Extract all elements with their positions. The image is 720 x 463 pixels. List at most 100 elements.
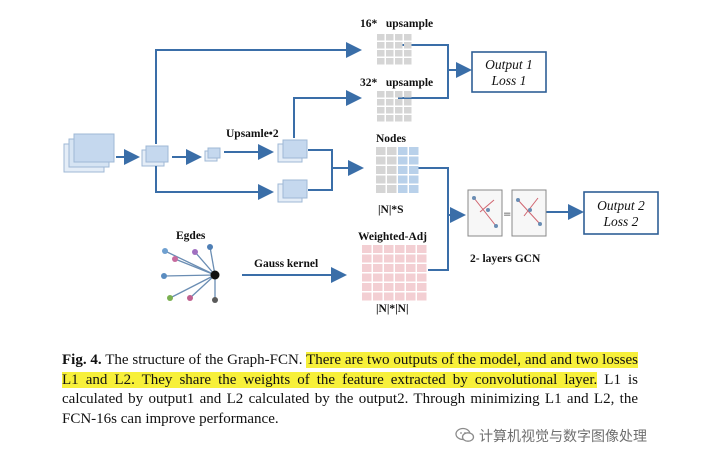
- grid-cell: [386, 42, 394, 49]
- grid-cell: [377, 91, 385, 98]
- grid-cell: [404, 58, 412, 65]
- grid-cell: [409, 147, 419, 155]
- grid-cell: [406, 273, 416, 282]
- grid-cell: [404, 34, 412, 41]
- grid-cell: [417, 245, 427, 253]
- grid-cell: [398, 175, 408, 184]
- feature-stack-2: [141, 145, 169, 167]
- output1-box: [471, 51, 547, 93]
- grid-cell: [395, 254, 405, 263]
- grid-cell: [362, 245, 372, 253]
- feature-stack-lower: [277, 179, 308, 203]
- grid-cell: [395, 34, 403, 41]
- grid-cell: [377, 107, 385, 114]
- grid-cell: [377, 42, 385, 49]
- caption-label: Fig. 4.: [62, 352, 102, 368]
- grid-cell: [377, 58, 385, 65]
- svg-text:=: =: [503, 209, 511, 220]
- grid-cell: [406, 264, 416, 272]
- grid-cell: [362, 273, 372, 282]
- grid-cell: [387, 147, 397, 155]
- grid-cell: [395, 99, 403, 106]
- grid-cell: [387, 185, 397, 193]
- label-adj-dim: |N|*|N|: [376, 303, 409, 315]
- grid-cell: [409, 175, 419, 184]
- upsample16-grid: [377, 34, 412, 65]
- grid-cell: [386, 107, 394, 114]
- input-feature-stack: [63, 133, 115, 173]
- grid-cell: [373, 292, 383, 301]
- grid-cell: [398, 166, 408, 174]
- label-nodes-dim: |N|*S: [378, 204, 404, 216]
- grid-cell: [406, 254, 416, 263]
- grid-cell: [362, 264, 372, 272]
- label-gauss-kernel: Gauss kernel: [254, 258, 318, 270]
- label-nodes: Nodes: [376, 133, 407, 145]
- grid-cell: [404, 99, 412, 106]
- grid-cell: [395, 245, 405, 253]
- grid-cell: [395, 283, 405, 291]
- grid-cell: [386, 50, 394, 57]
- grid-cell: [404, 91, 412, 98]
- label-upsample16: 16* upsample: [360, 18, 433, 30]
- grid-cell: [398, 185, 408, 193]
- grid-cell: [384, 264, 394, 272]
- output1-text: Output 1: [485, 57, 533, 72]
- feature-stack-small: [204, 147, 221, 162]
- grid-cell: [376, 166, 386, 174]
- upsample2-feature-stack: [277, 139, 308, 163]
- grid-cell: [398, 147, 408, 155]
- grid-cell: [376, 156, 386, 165]
- grid-cell: [376, 175, 386, 184]
- grid-cell: [377, 99, 385, 106]
- grid-cell: [409, 156, 419, 165]
- grid-cell: [386, 91, 394, 98]
- grid-cell: [417, 254, 427, 263]
- grid-cell: [386, 115, 394, 122]
- caption-part2: L1 is calculated by output1 and L2 calcu…: [62, 371, 638, 427]
- grid-cell: [384, 292, 394, 301]
- grid-cell: [376, 185, 386, 193]
- grid-cell: [404, 115, 412, 122]
- grid-cell: [377, 115, 385, 122]
- grid-cell: [362, 292, 372, 301]
- grid-cell: [395, 91, 403, 98]
- grid-cell: [373, 245, 383, 253]
- nodes-grid: [376, 147, 419, 193]
- grid-cell: [373, 273, 383, 282]
- grid-cell: [395, 292, 405, 301]
- upsample32-grid: [377, 91, 412, 122]
- grid-cell: [395, 58, 403, 65]
- grid-cell: [404, 42, 412, 49]
- grid-cell: [406, 292, 416, 301]
- grid-cell: [398, 156, 408, 165]
- grid-cell: [384, 283, 394, 291]
- grid-cell: [417, 292, 427, 301]
- watermark-text: 计算机视觉与数字图像处理: [479, 429, 647, 445]
- grid-cell: [376, 147, 386, 155]
- grid-cell: [395, 107, 403, 114]
- grid-cell: [386, 34, 394, 41]
- label-upsample2: Upsamle•2: [226, 128, 279, 140]
- grid-cell: [387, 175, 397, 184]
- grid-cell: [362, 283, 372, 291]
- label-weighted-adj: Weighted-Adj: [358, 231, 427, 243]
- loss1-text: Loss 1: [491, 73, 527, 88]
- grid-cell: [395, 42, 403, 49]
- label-upsample32: 32* upsample: [360, 77, 433, 89]
- grid-cell: [417, 264, 427, 272]
- loss2-text: Loss 2: [603, 214, 639, 229]
- grid-cell: [384, 273, 394, 282]
- grid-cell: [362, 254, 372, 263]
- watermark: 计算机视觉与数字图像处理: [455, 426, 647, 446]
- gcn-layers: =: [467, 189, 547, 237]
- grid-cell: [395, 115, 403, 122]
- grid-cell: [387, 156, 397, 165]
- output2-text: Output 2: [597, 198, 645, 213]
- grid-cell: [417, 273, 427, 282]
- wechat-icon: [455, 427, 475, 442]
- connection-arrows: [116, 42, 584, 283]
- grid-cell: [409, 185, 419, 193]
- caption-part1: The structure of the Graph-FCN.: [101, 352, 307, 368]
- grid-cell: [384, 245, 394, 253]
